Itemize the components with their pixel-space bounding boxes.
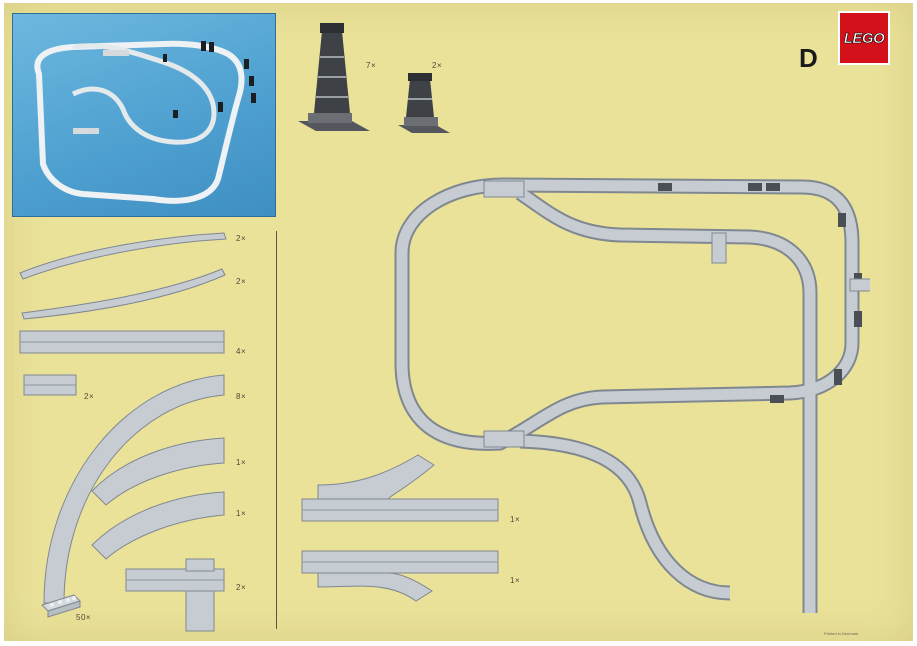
lego-logo-text: LEGO: [843, 29, 885, 47]
lego-logo: LEGO: [838, 11, 890, 65]
part-quantity: 2×: [236, 277, 247, 286]
tall-support-quantity: 7×: [366, 61, 377, 70]
switch-quantity: 1×: [510, 576, 521, 585]
large-curve-rail-icon: [43, 374, 225, 604]
layout-photo: [12, 13, 276, 217]
ramp-base-icon: [185, 590, 215, 632]
short-support-icon: [398, 73, 450, 133]
layout-diagram: [394, 177, 870, 613]
left-curve-rail-icon: [91, 437, 225, 506]
short-support-quantity: 2×: [432, 61, 443, 70]
part-quantity: 1×: [236, 509, 247, 518]
part-quantity: 2×: [236, 234, 247, 243]
footer-text: Printed in Denmark: [824, 631, 859, 636]
photo-track-icon: [34, 40, 256, 204]
part-quantity: 2×: [236, 583, 247, 592]
part-quantity: 4×: [236, 347, 247, 356]
small-brick-icon: [41, 594, 81, 618]
part-quantity: 2×: [84, 392, 95, 401]
switch-quantity: 1×: [510, 515, 521, 524]
flexible-rail-icon: [19, 232, 227, 280]
part-quantity: 50×: [76, 613, 92, 622]
flexible-rail-reversed-icon: [21, 268, 226, 320]
right-curve-rail-icon: [91, 491, 225, 560]
instruction-page: 7× 2× LEGO D: [4, 3, 913, 641]
divider-line: [276, 231, 277, 629]
part-quantity: 8×: [236, 392, 247, 401]
parts-list: [19, 232, 227, 632]
set-letter: D: [799, 43, 818, 73]
tall-support-icon: [298, 23, 370, 131]
switch-parts: [301, 454, 499, 602]
part-quantity: 1×: [236, 458, 247, 467]
